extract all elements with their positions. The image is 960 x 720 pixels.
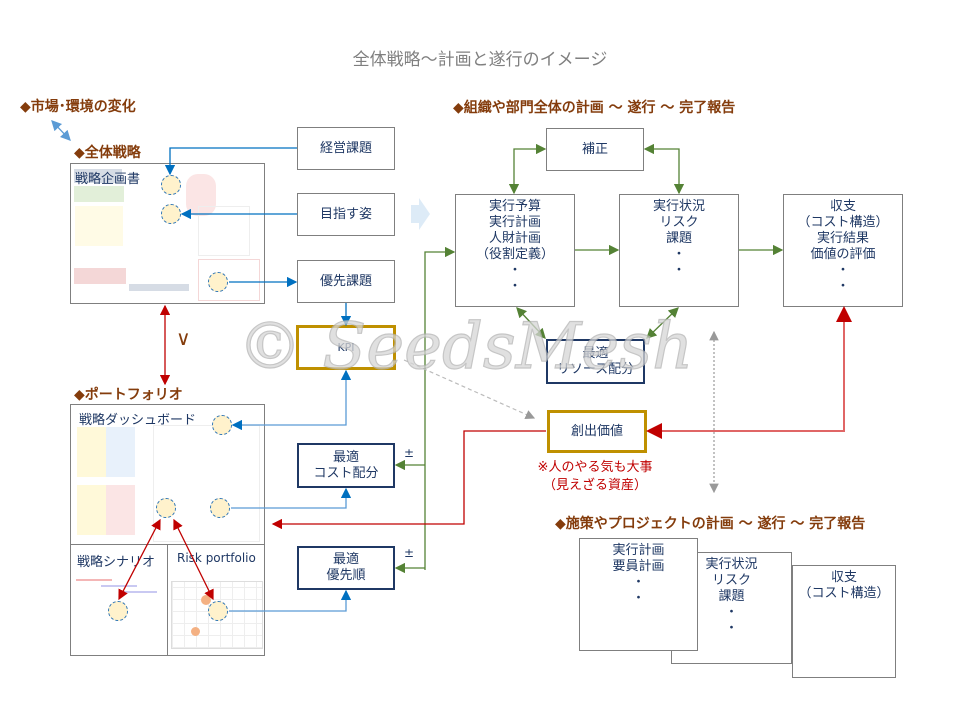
resource-allocation-box: 最適リソース配分 (546, 339, 645, 384)
result-line: ・ (836, 263, 850, 278)
plan-line: （役割定義） (475, 247, 554, 262)
dashed-arrow (403, 359, 536, 419)
project-plan-line: 実行計画 (612, 543, 665, 558)
cost-allocation-line: コスト配分 (313, 465, 379, 481)
strategy-plan-label: 戦略企画書 (75, 172, 141, 187)
focus-circle (161, 204, 181, 224)
plus-minus-label: ± (404, 446, 415, 460)
project-result-line: （コスト構造） (798, 586, 890, 601)
correction-text: 補正 (581, 141, 608, 157)
plan-line: ・ (508, 279, 522, 294)
project-plan-page: 実行計画要員計画・・ (579, 538, 698, 651)
focus-circle (212, 415, 232, 435)
project-plan-line: ・ (631, 575, 645, 590)
project-result-line: 収支 (830, 570, 857, 585)
plan-line: 人財計画 (488, 231, 541, 246)
focus-circle (210, 498, 230, 518)
plus-minus-label: ± (404, 546, 415, 560)
dashboard-label: 戦略ダッシュボード (79, 413, 197, 428)
resource-allocation-line: 最適 (582, 345, 609, 361)
priority-issue-box: 優先課題 (297, 260, 395, 303)
status-line: ・ (672, 263, 686, 278)
created-value-box: 創出価値 (547, 410, 647, 453)
correction-box: 補正 (546, 128, 644, 171)
red-arrows (118, 304, 852, 601)
result-box: 収支（コスト構造）実行結果価値の評価・・ (783, 194, 903, 307)
cost-allocation-line: 最適 (332, 449, 359, 465)
plan-line: ・ (508, 263, 522, 278)
project-status-line: ・ (724, 621, 738, 636)
status-line: リスク (659, 215, 699, 230)
org-heading: ◆組織や部門全体の計画 ～ 遂行 ～ 完了報告 (453, 100, 736, 116)
cost-allocation-box: 最適コスト配分 (297, 443, 395, 488)
focus-circle (208, 601, 228, 621)
result-line: ・ (836, 279, 850, 294)
management-issue-box: 経営課題 (297, 127, 395, 170)
result-line: 実行結果 (816, 231, 869, 246)
project-status-line: 実行状況 (705, 557, 758, 572)
market-heading: ◆市場･環境の変化 (20, 99, 136, 115)
focus-circle (108, 601, 128, 621)
target-state-text: 目指す姿 (319, 206, 372, 222)
green-arrows (394, 143, 784, 574)
motivation-note: ※人のやる気も大事 （見えざる資産） (500, 459, 690, 495)
result-line: 収支 (829, 199, 856, 214)
priority-issue-text: 優先課題 (319, 273, 372, 289)
greater-than-mark: ∨ (176, 326, 191, 350)
project-status-line: 課題 (718, 589, 745, 604)
project-plan-line: ・ (631, 591, 645, 606)
kpi-text: KPI (337, 340, 355, 354)
project-status-line: ・ (724, 605, 738, 620)
status-line: 実行状況 (652, 199, 705, 214)
focus-circle (161, 175, 181, 195)
kpi-box: KPI (296, 325, 396, 370)
plan-line: 実行予算 (488, 199, 541, 214)
status-box: 実行状況リスク課題・・ (619, 194, 739, 307)
plan-box: 実行予算実行計画人財計画（役割定義）・・ (455, 194, 575, 307)
project-status-line: リスク (711, 573, 751, 588)
priority-order-line: 最適 (332, 552, 359, 567)
plan-line: 実行計画 (488, 215, 541, 230)
focus-circle (208, 272, 228, 292)
management-issue-text: 経営課題 (319, 140, 372, 156)
target-state-box: 目指す姿 (297, 193, 395, 236)
project-plan-line: 要員計画 (612, 559, 665, 574)
created-value-text: 創出価値 (570, 423, 623, 439)
flow-arrow-icon (411, 198, 430, 230)
strategy-heading: ◆全体戦略 (74, 145, 141, 161)
project-result-page: 収支（コスト構造） (792, 565, 896, 678)
status-line: ・ (672, 247, 686, 262)
portfolio-heading: ◆ポートフォリオ (74, 387, 183, 403)
diagram-title: 全体戦略～計画と遂行のイメージ (352, 50, 608, 70)
focus-circle (156, 498, 176, 518)
blue-arrows (51, 120, 352, 612)
priority-order-line: 優先順 (326, 568, 366, 583)
project-heading: ◆施策やプロジェクトの計画 ～ 遂行 ～ 完了報告 (555, 516, 866, 532)
priority-order-box: 最適優先順 (297, 546, 395, 590)
resource-allocation-line: リソース配分 (556, 361, 635, 377)
result-line: 価値の評価 (810, 247, 876, 262)
status-line: 課題 (665, 231, 692, 246)
note-line: （見えざる資産） (542, 478, 647, 493)
watermark: © SeedsMesh (237, 309, 694, 384)
result-line: （コスト構造） (797, 215, 889, 230)
note-line: ※人のやる気も大事 (537, 460, 653, 475)
